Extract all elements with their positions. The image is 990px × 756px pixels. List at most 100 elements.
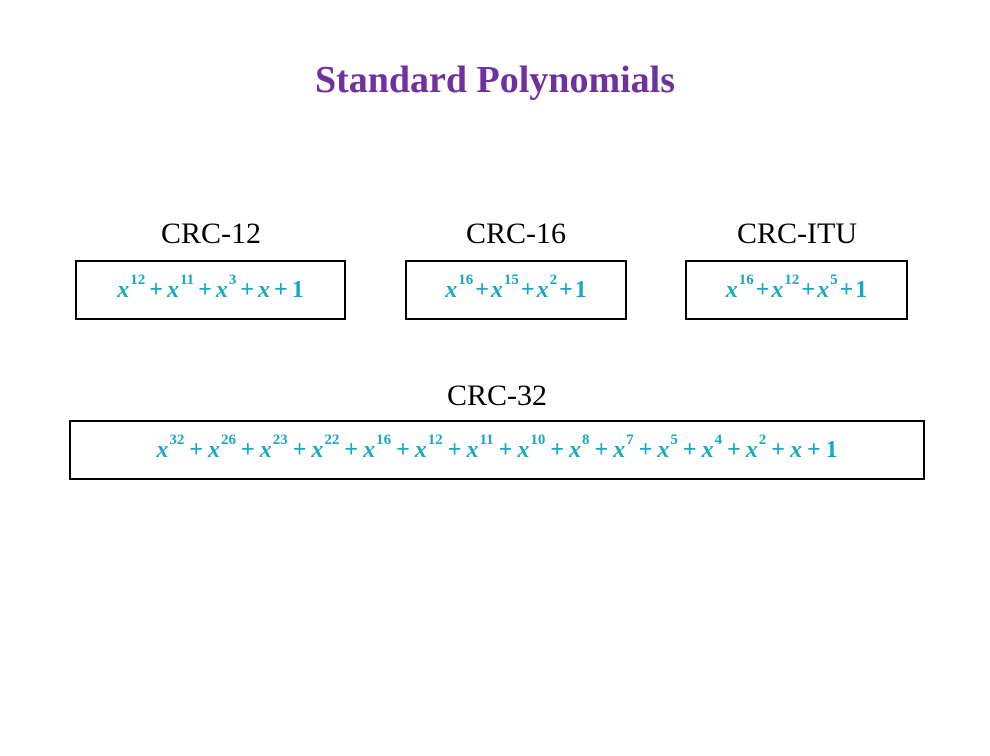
crc12-polynomial-box: x12+x11+x3+x+1 <box>75 260 346 320</box>
variable: x <box>117 277 130 303</box>
variable: x <box>466 437 479 463</box>
plus-sign: + <box>559 277 573 303</box>
exponent: 7 <box>626 432 634 448</box>
exponent: 16 <box>376 432 392 448</box>
crc32-polynomial: x32+x26+x23+x22+x16+x12+x11+x10+x8+x7+x5… <box>156 432 838 464</box>
exponent: 11 <box>179 272 195 288</box>
plus-sign: + <box>396 437 410 463</box>
crc-itu-polynomial: x16+x12+x5+1 <box>725 272 868 304</box>
plus-sign: + <box>198 277 212 303</box>
variable: x <box>725 277 738 303</box>
variable: x <box>215 277 228 303</box>
crc32-polynomial-box: x32+x26+x23+x22+x16+x12+x11+x10+x8+x7+x5… <box>69 420 925 480</box>
exponent: 2 <box>549 272 558 288</box>
plus-sign: + <box>241 437 255 463</box>
variable: x <box>771 277 784 303</box>
crc16-label: CRC-16 <box>465 217 567 250</box>
polynomial-term: x <box>258 277 270 303</box>
crc-itu-label: CRC-ITU <box>737 217 857 250</box>
variable: x <box>745 437 758 463</box>
variable: x <box>445 277 458 303</box>
polynomial-term: x <box>790 437 802 463</box>
plus-sign: + <box>292 437 307 463</box>
variable: x <box>414 437 427 463</box>
page-title: Standard Polynomials <box>314 59 676 101</box>
exponent: 23 <box>272 432 288 448</box>
polynomial-term: x32 <box>156 432 184 463</box>
variable: x <box>817 277 830 303</box>
variable: x <box>789 437 802 463</box>
constant-term: 1 <box>291 277 304 303</box>
exponent: 3 <box>228 272 237 288</box>
plus-sign: + <box>550 437 565 463</box>
polynomial-term: x4 <box>701 432 723 463</box>
plus-sign: + <box>839 277 854 303</box>
exponent: 5 <box>670 432 678 448</box>
plus-sign: + <box>594 437 609 463</box>
constant-term: 1 <box>574 277 587 303</box>
variable: x <box>657 437 670 463</box>
polynomial-term: x11 <box>166 272 194 303</box>
crc12-label: CRC-12 <box>160 217 262 250</box>
exponent: 4 <box>714 432 723 448</box>
plus-sign: + <box>447 437 462 463</box>
exponent: 12 <box>427 432 443 448</box>
exponent: 11 <box>479 432 494 448</box>
crc32-label: CRC-32 <box>446 379 548 412</box>
polynomial-term: x12 <box>414 432 443 463</box>
plus-sign: + <box>638 437 653 463</box>
polynomial-term: x22 <box>311 432 339 463</box>
exponent: 12 <box>784 272 800 288</box>
exponent: 26 <box>221 432 237 448</box>
constant-term: 1 <box>825 437 838 463</box>
plus-sign: + <box>240 277 255 303</box>
exponent: 16 <box>458 272 474 288</box>
polynomial-term: x12 <box>117 272 145 303</box>
variable: x <box>517 437 530 463</box>
polynomial-term: x12 <box>771 272 799 303</box>
crc16-polynomial-box: x16+x15+x2+1 <box>405 260 627 320</box>
exponent: 32 <box>169 432 185 448</box>
exponent: 12 <box>130 272 146 288</box>
plus-sign: + <box>475 277 489 303</box>
polynomial-term: x16 <box>445 272 473 303</box>
variable: x <box>258 277 271 303</box>
plus-sign: + <box>806 437 821 463</box>
polynomial-term: x2 <box>536 272 558 303</box>
plus-sign: + <box>755 277 770 303</box>
polynomial-term: x26 <box>208 432 236 463</box>
polynomial-term: x5 <box>817 272 838 303</box>
variable: x <box>701 437 714 463</box>
plus-sign: + <box>189 437 204 463</box>
polynomial-term: x16 <box>725 272 754 303</box>
polynomial-term: x8 <box>569 432 590 463</box>
variable: x <box>613 437 626 463</box>
plus-sign: + <box>801 277 816 303</box>
variable: x <box>208 437 221 463</box>
exponent: 8 <box>582 432 590 448</box>
polynomial-term: x2 <box>745 432 767 463</box>
polynomial-term: x10 <box>517 432 545 463</box>
variable: x <box>259 437 272 463</box>
crc-itu-polynomial-box: x16+x12+x5+1 <box>685 260 908 320</box>
exponent: 2 <box>758 432 767 448</box>
polynomial-term: x7 <box>613 432 634 463</box>
polynomial-term: x16 <box>363 432 391 463</box>
plus-sign: + <box>149 277 163 303</box>
plus-sign: + <box>727 437 741 463</box>
polynomial-term: x3 <box>215 272 237 303</box>
variable: x <box>536 277 549 303</box>
exponent: 16 <box>738 272 754 288</box>
crc12-polynomial: x12+x11+x3+x+1 <box>117 272 304 304</box>
constant-term: 1 <box>855 277 868 303</box>
exponent: 5 <box>830 272 838 288</box>
variable: x <box>156 437 169 463</box>
plus-sign: + <box>771 437 785 463</box>
crc16-polynomial: x16+x15+x2+1 <box>445 272 587 304</box>
variable: x <box>166 277 179 303</box>
exponent: 22 <box>324 432 340 448</box>
plus-sign: + <box>344 437 359 463</box>
variable: x <box>490 277 503 303</box>
plus-sign: + <box>520 277 535 303</box>
exponent: 15 <box>503 272 519 288</box>
